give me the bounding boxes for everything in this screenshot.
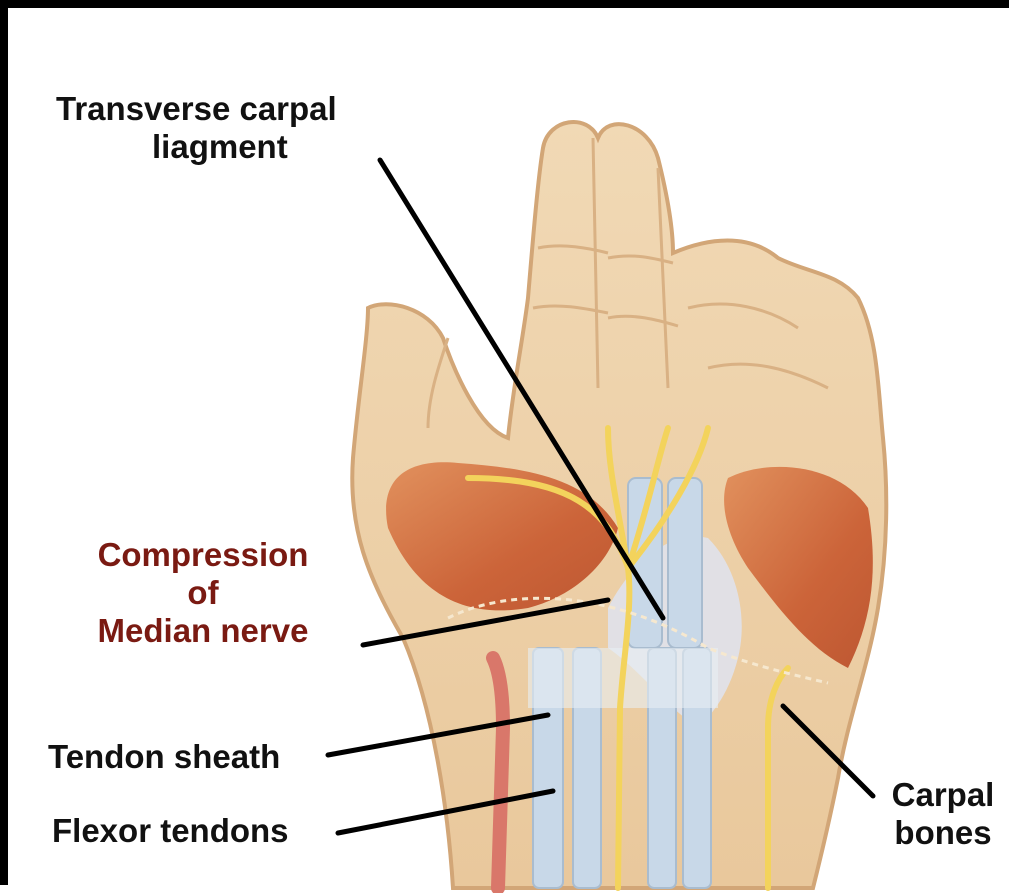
label-carpal-bones-line1: Carpal <box>878 776 1008 814</box>
label-carpal-bones-line2: bones <box>878 814 1008 852</box>
label-compression-line3: Median nerve <box>68 612 338 650</box>
label-compression-line2: of <box>68 574 338 612</box>
label-transverse-carpal-line2: liagment <box>56 128 337 166</box>
label-compression-median-nerve: Compression of Median nerve <box>68 536 338 650</box>
label-carpal-bones: Carpal bones <box>878 776 1008 852</box>
label-flexor-tendons: Flexor tendons <box>52 812 289 850</box>
label-transverse-carpal-line1: Transverse carpal <box>56 90 337 128</box>
label-compression-line1: Compression <box>68 536 338 574</box>
label-tendon-sheath: Tendon sheath <box>48 738 280 776</box>
label-transverse-carpal: Transverse carpal liagment <box>56 90 337 166</box>
